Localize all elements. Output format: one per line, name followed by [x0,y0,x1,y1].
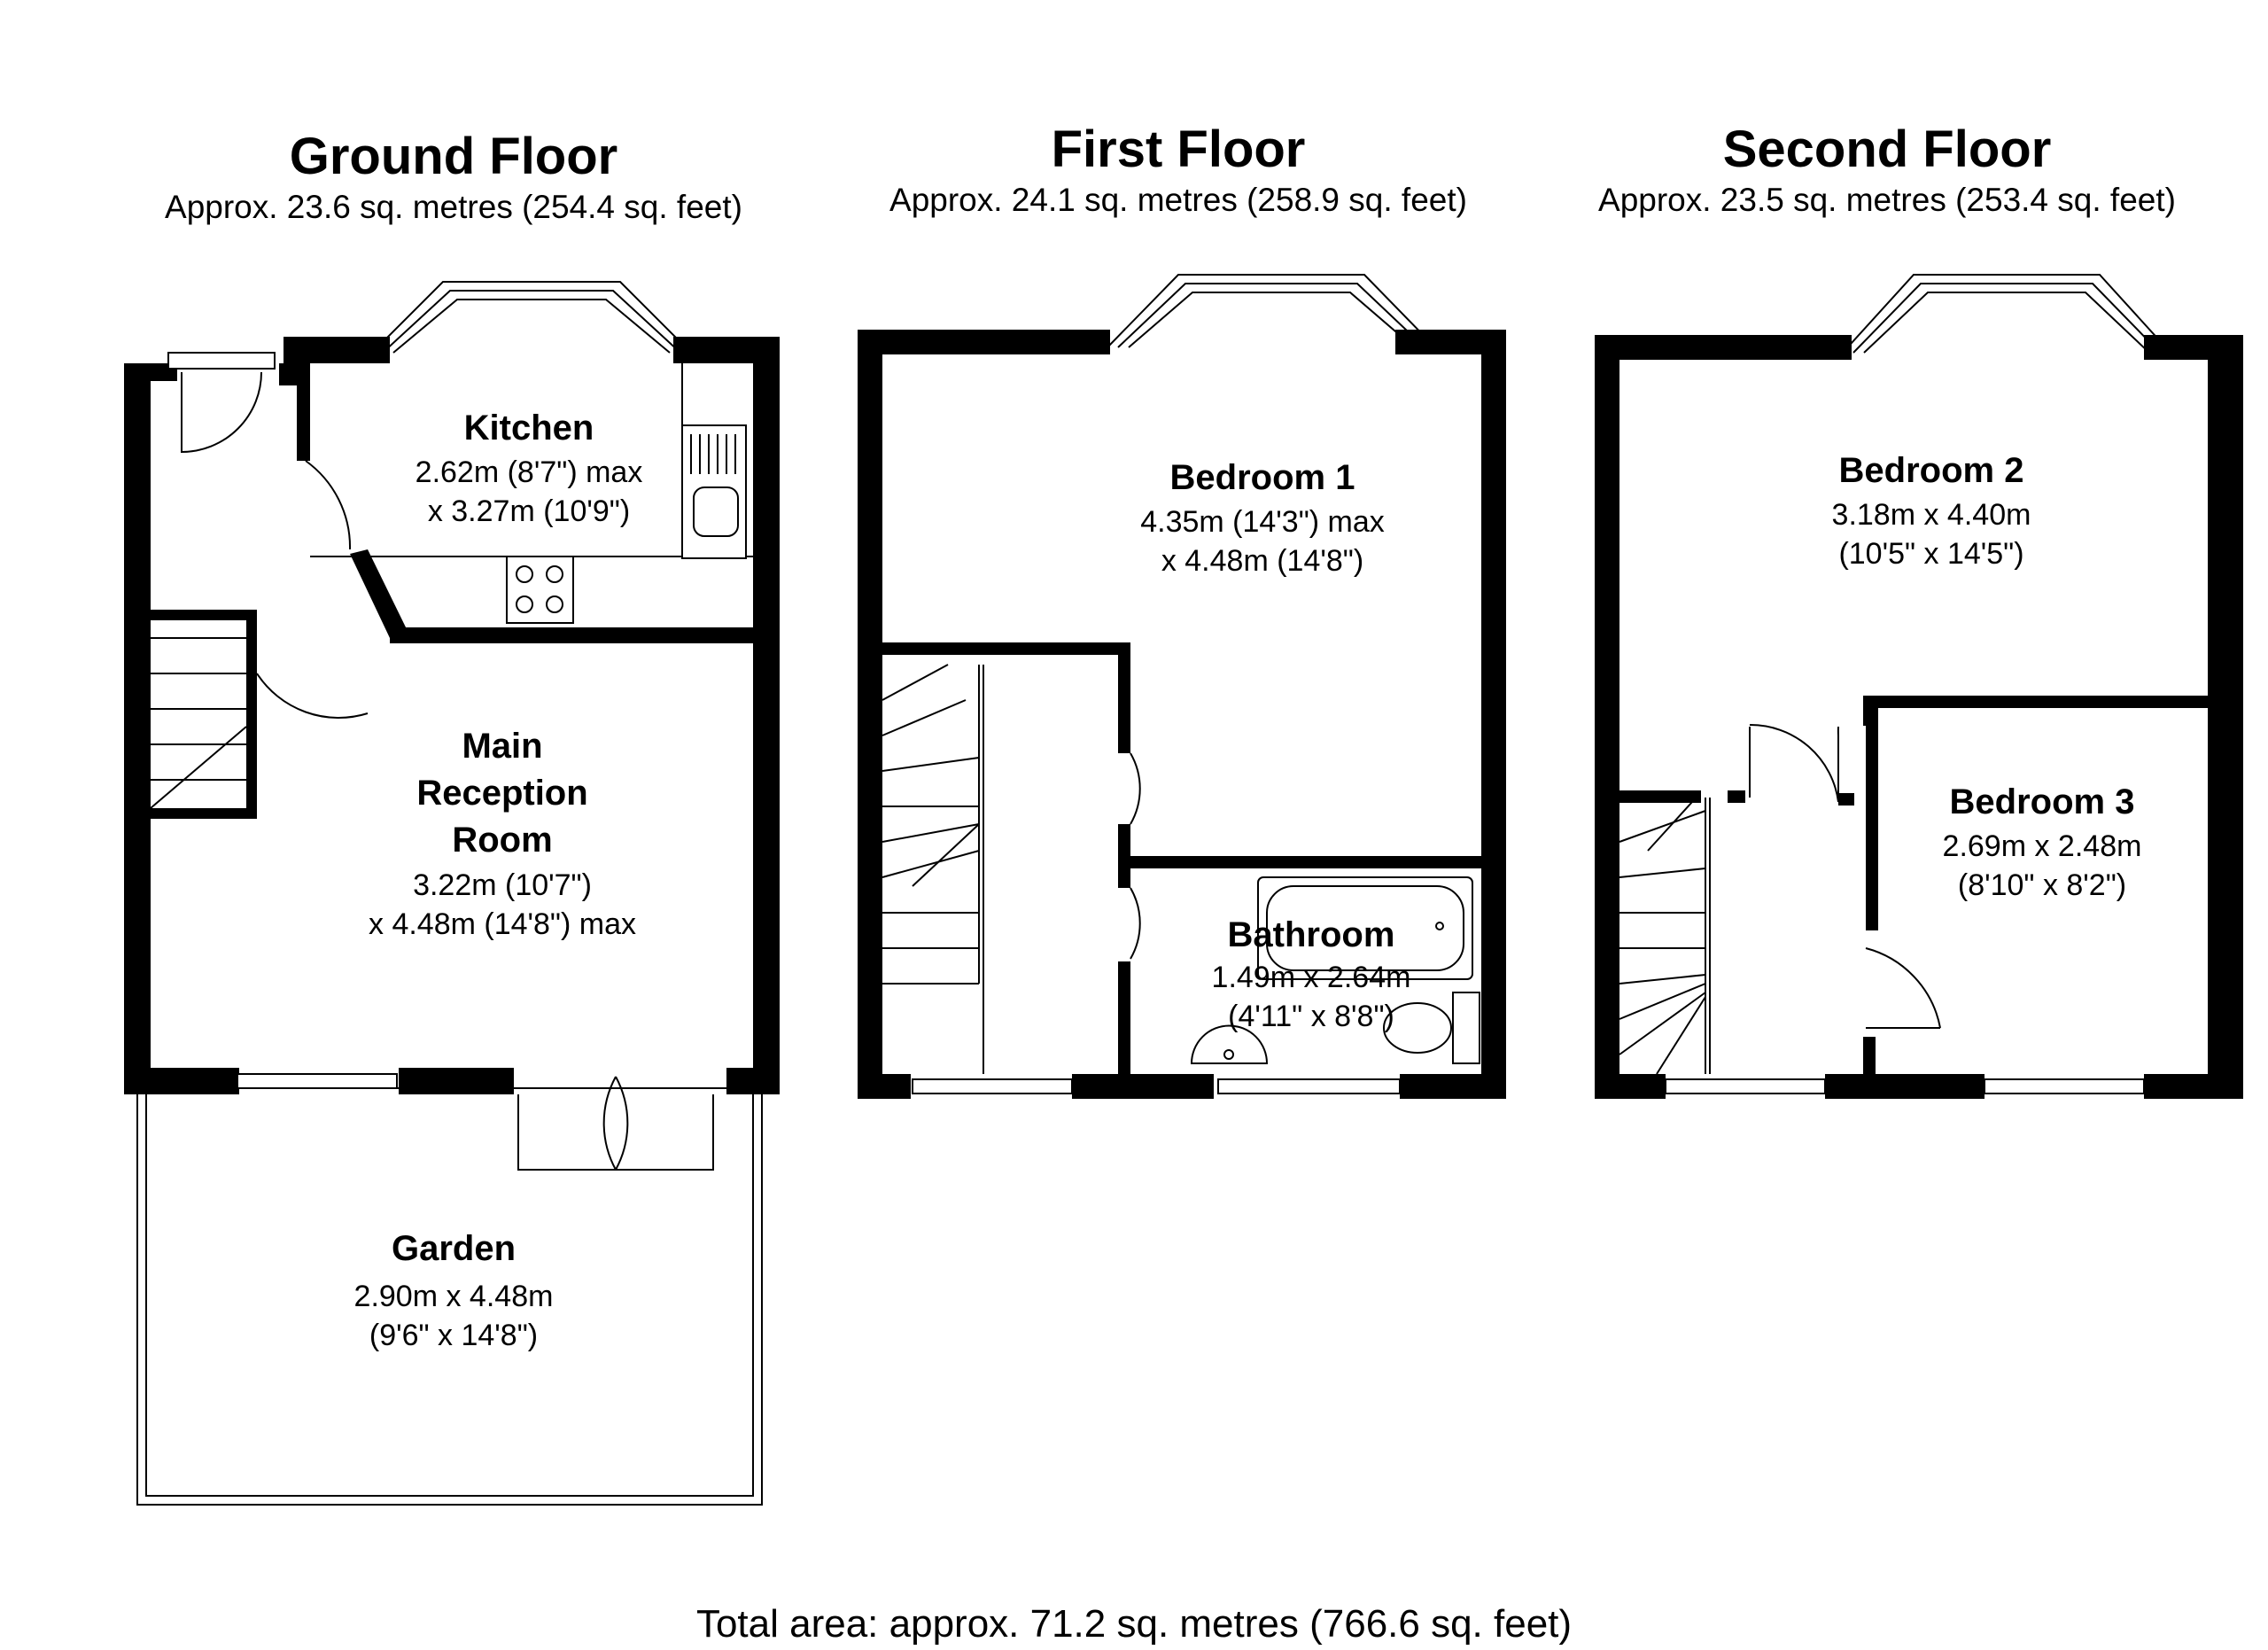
room-dimension: x 3.27m (10'9") [428,494,630,528]
bathroom-fittings [1190,876,1480,1064]
floor-area: Approx. 23.6 sq. metres (254.4 sq. feet) [165,189,742,225]
staircase-first [882,664,984,1074]
room-dimension: 2.69m x 2.48m [1943,829,2142,863]
kitchen-units [310,363,753,624]
floor-title: Ground Floor [289,128,618,185]
staircase-ground [150,610,257,819]
front-door-frame [167,352,276,370]
room-dimension: (8'10" x 8'2") [1958,868,2126,902]
room-label-reception: Main Reception Room 3.22m (10'7") x 4.48… [369,727,636,941]
room-dimension: (4'11" x 8'8") [1228,1000,1394,1033]
room-dimension: (10'5" x 14'5") [1838,537,2023,571]
room-name: Reception [416,774,587,813]
door-swing [181,371,262,454]
room-dimension: (9'6" x 14'8") [369,1319,538,1352]
floor-area: Approx. 23.5 sq. metres (253.4 sq. feet) [1598,182,2176,218]
door-swing [1130,887,1141,960]
room-name: Bathroom [1228,915,1395,954]
first-floor-plan [858,274,1506,1099]
room-name: Main [462,727,542,766]
window [1665,1078,1826,1094]
room-label-bathroom: Bathroom 1.49m x 2.64m (4'11" x 8'8") [1212,915,1411,1033]
room-label-bedroom2: Bedroom 2 3.18m x 4.40m (10'5" x 14'5") [1832,451,2031,571]
room-dimension: x 4.48m (14'8") [1161,544,1363,578]
floor-title: Second Floor [1722,121,2052,178]
room-dimension: 3.22m (10'7") [413,868,592,902]
room-name: Kitchen [464,409,594,448]
room-dimension: x 4.48m (14'8") max [369,907,636,941]
room-name: Bedroom 1 [1170,458,1355,497]
window [912,1078,1073,1094]
room-dimension: 4.35m (14'3") max [1140,505,1385,539]
door-swing [305,460,352,550]
ground-floor-plan [124,281,780,1506]
room-dimension: 3.18m x 4.40m [1832,498,2031,532]
total-area: Total area: approx. 71.2 sq. metres (766… [695,1602,1573,1646]
door-swing [1130,752,1141,825]
room-label-garden: Garden 2.90m x 4.48m (9'6" x 14'8") [354,1229,554,1352]
bay-window-second [1842,274,2171,354]
room-name: Room [452,821,552,860]
floor-title: First Floor [1051,121,1306,178]
room-dimension: 1.49m x 2.64m [1212,961,1411,994]
ground-floor-heading: Ground Floor Approx. 23.6 sq. metres (25… [55,131,852,227]
staircase-second [1619,798,1711,1075]
room-name: Garden [392,1229,516,1268]
second-floor-heading: Second Floor Approx. 23.5 sq. metres (25… [1488,124,2268,220]
window [1984,1078,2145,1094]
room-name: Bedroom 3 [1950,782,2135,821]
door-swing [1865,947,1941,1029]
floor-area: Approx. 24.1 sq. metres (258.9 sq. feet) [889,182,1467,218]
room-dimension: 2.62m (8'7") max [416,455,643,489]
room-label-bedroom3: Bedroom 3 2.69m x 2.48m (8'10" x 8'2") [1943,782,2142,902]
room-name: Bedroom 2 [1839,451,2024,490]
bay-window-ground [371,281,692,354]
window [1217,1078,1401,1094]
room-dimension: 2.90m x 4.48m [354,1280,554,1313]
door-swing [1749,723,1839,803]
room-label-kitchen: Kitchen 2.62m (8'7") max x 3.27m (10'9") [416,409,643,528]
first-floor-heading: First Floor Approx. 24.1 sq. metres (258… [780,124,1577,220]
window [237,1073,398,1089]
room-label-bedroom1: Bedroom 1 4.35m (14'3") max x 4.48m (14'… [1140,458,1385,578]
french-doors [517,1076,714,1171]
bay-window-first [1107,274,1436,348]
second-floor-plan [1595,274,2243,1099]
door-swing [256,673,369,720]
